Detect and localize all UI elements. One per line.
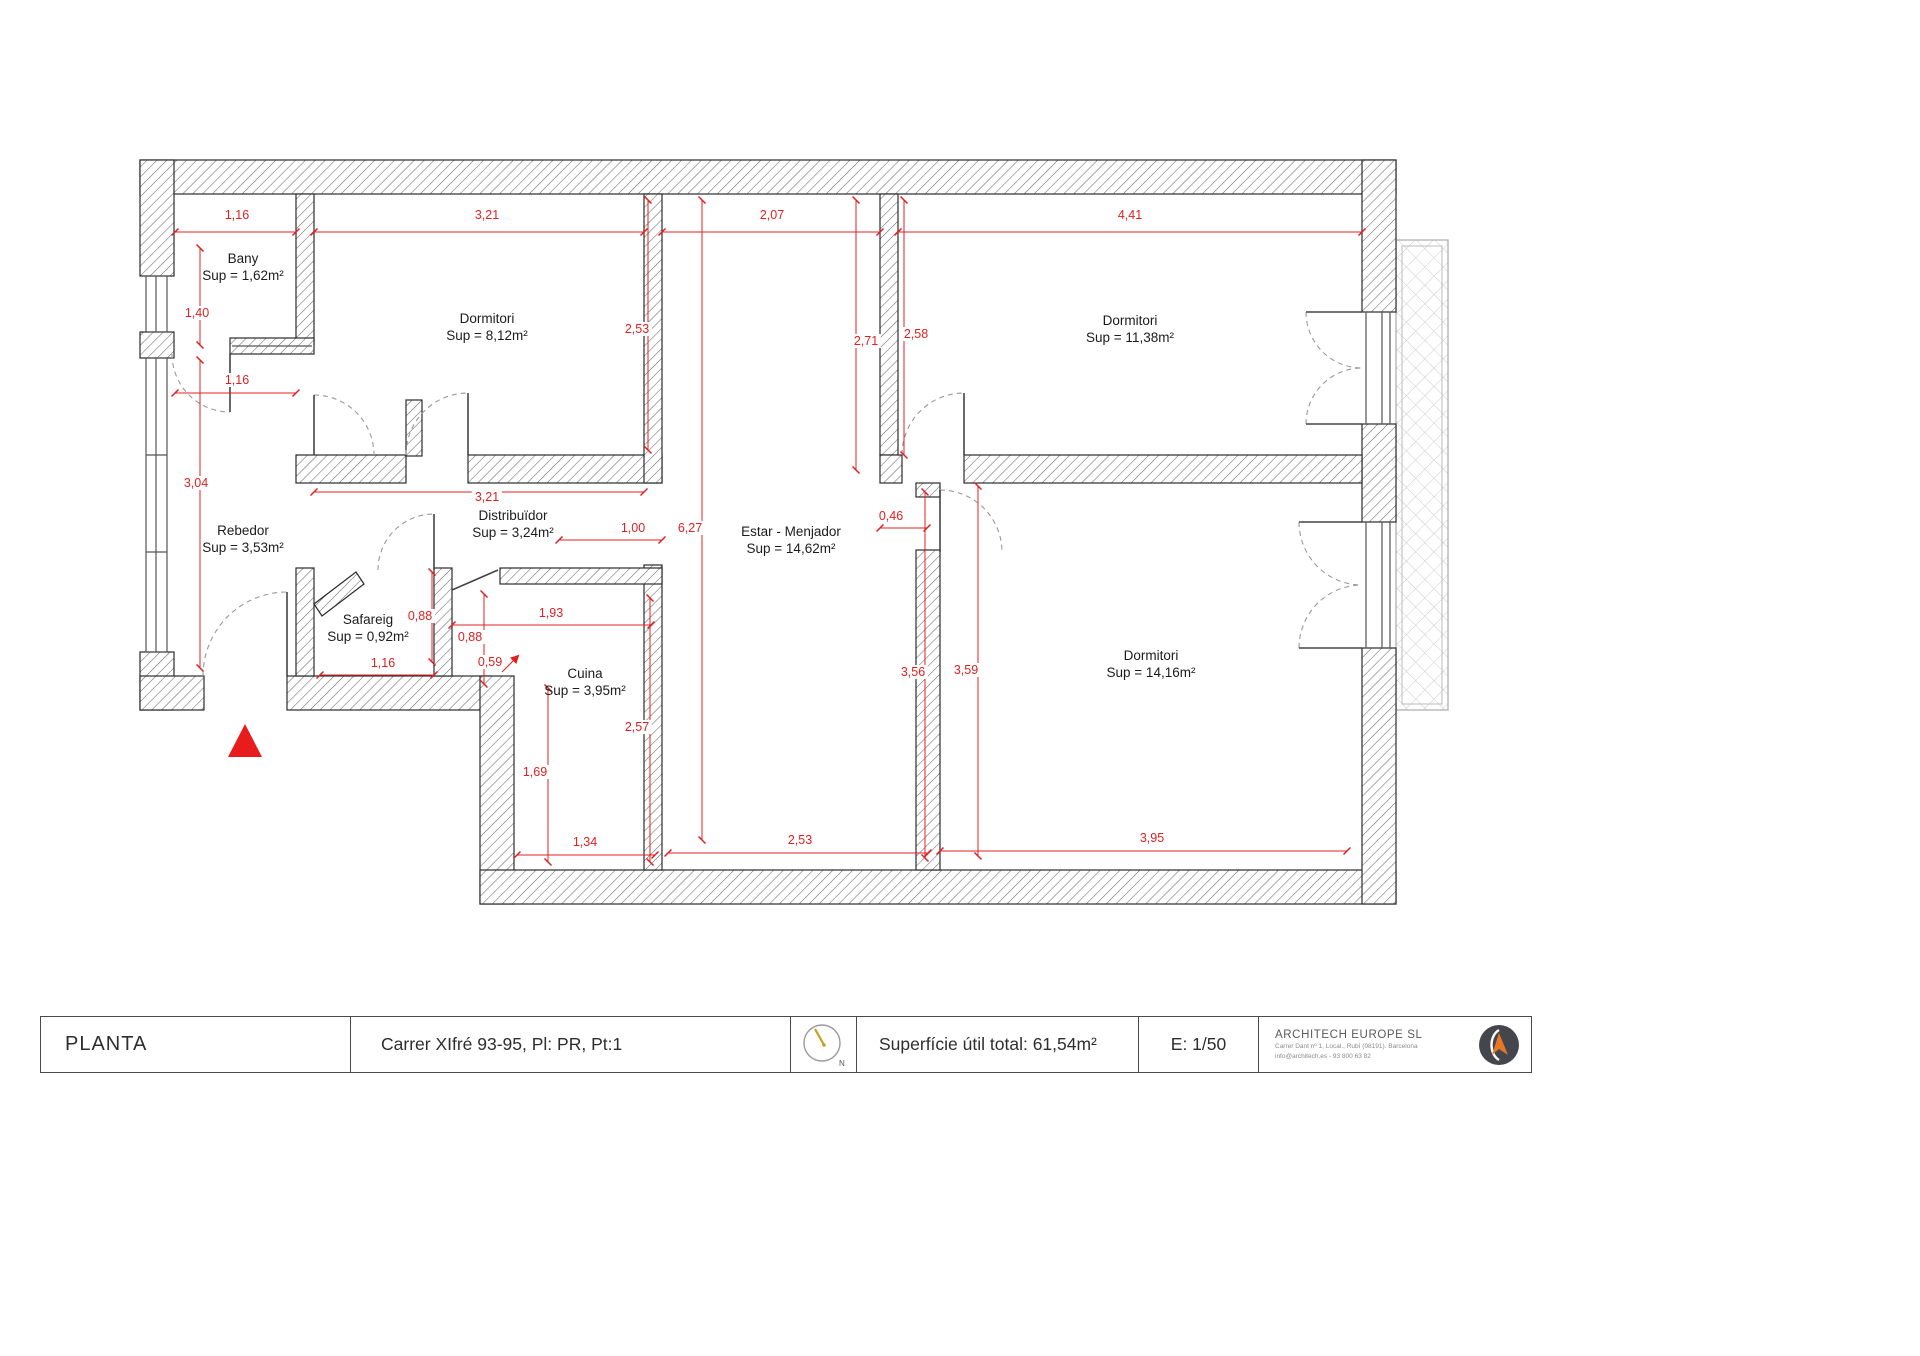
room-name: Dormitori (1102, 313, 1158, 328)
dimension-label: 3,59 (950, 663, 982, 677)
company-name: ARCHITECH EUROPE SL (1275, 1028, 1423, 1041)
dimension-label: 6,27 (674, 521, 706, 535)
room-label-dormitori-1: Dormitori Sup = 8,12m² (446, 310, 527, 344)
total-area-text: Superfície útil total: 61,54m² (879, 1034, 1097, 1054)
dimension-label: 4,41 (1114, 208, 1146, 222)
dimension-label: 0,88 (454, 630, 486, 644)
drawing-title: PLANTA (65, 1033, 148, 1055)
room-label-rebedor: Rebedor Sup = 3,53m² (202, 522, 283, 556)
room-label-estar-menjador: Estar - Menjador Sup = 14,62m² (741, 523, 841, 557)
room-label-safareig: Safareig Sup = 0,92m² (327, 611, 408, 645)
dimension-label: 2,71 (850, 334, 882, 348)
room-name: Dormitori (459, 311, 515, 326)
entrance-marker (228, 724, 262, 757)
dimension-label: 1,16 (221, 373, 253, 387)
dimension-label: 0,46 (875, 509, 907, 523)
dimension-label: 1,16 (367, 656, 399, 670)
dimension-label: 3,95 (1136, 831, 1168, 845)
room-label-dormitori-2: Dormitori Sup = 11,38m² (1086, 312, 1174, 346)
room-name: Bany (227, 251, 259, 266)
dimension-label: 2,57 (621, 720, 653, 734)
room-area: Sup = 0,92m² (327, 629, 409, 644)
room-area: Sup = 14,16m² (1106, 665, 1196, 680)
room-area: Sup = 3,24m² (472, 525, 554, 540)
dimension-label: 3,21 (471, 208, 503, 222)
room-area: Sup = 14,62m² (746, 541, 836, 556)
title-block: PLANTA Carrer XIfré 93-95, Pl: PR, Pt:1 … (40, 1016, 1532, 1073)
dimension-label: 2,53 (621, 322, 653, 336)
room-area: Sup = 8,12m² (446, 328, 528, 343)
dimension-label: 1,69 (519, 765, 551, 779)
dimension-label: 2,53 (784, 833, 816, 847)
north-compass-icon: N (802, 1023, 845, 1068)
dimension-label: 1,34 (569, 835, 601, 849)
room-label-bany: Bany Sup = 1,62m² (202, 250, 283, 284)
window-glyphs (145, 275, 1391, 653)
room-area: Sup = 3,53m² (202, 540, 284, 555)
north-label: N (839, 1059, 845, 1068)
project-address: Carrer XIfré 93-95, Pl: PR, Pt:1 (381, 1034, 623, 1054)
room-label-dormitori-3: Dormitori Sup = 14,16m² (1107, 647, 1196, 681)
company-contact: info@architech.es - 93 800 63 82 (1275, 1052, 1371, 1060)
balcony (1395, 239, 1449, 711)
room-label-distribuidor: Distribuïdor Sup = 3,24m² (472, 507, 553, 541)
room-area: Sup = 3,95m² (544, 683, 626, 698)
door-leaves (229, 311, 1362, 676)
dimension-label: 0,59 (474, 655, 506, 669)
dimension-label: 2,58 (900, 327, 932, 341)
dimension-label: 1,93 (535, 606, 567, 620)
dimension-label: 1,16 (221, 208, 253, 222)
company-address: Carrer Dant nº 1, Local., Rubí (08191). … (1275, 1042, 1418, 1050)
dimension-label: 1,00 (617, 521, 649, 535)
room-area: Sup = 11,38m² (1086, 330, 1174, 345)
dimension-label: 2,07 (756, 208, 788, 222)
company-logo (1479, 1024, 1519, 1065)
room-name: Dormitori (1123, 648, 1179, 663)
room-name: Estar - Menjador (741, 524, 841, 539)
room-name: Distribuïdor (478, 508, 548, 523)
room-area: Sup = 1,62m² (202, 268, 284, 283)
dimension-label: 3,04 (180, 476, 212, 490)
room-name: Cuina (567, 666, 603, 681)
room-name: Safareig (342, 612, 394, 627)
dimension-label: 1,40 (181, 306, 213, 320)
dimension-label: 3,56 (897, 665, 929, 679)
scale-text: E: 1/50 (1170, 1034, 1227, 1054)
dimension-label: 3,21 (471, 490, 503, 504)
room-name: Rebedor (217, 523, 269, 538)
room-label-cuina: Cuina Sup = 3,95m² (544, 665, 625, 699)
dimension-label: 0,88 (404, 609, 436, 623)
